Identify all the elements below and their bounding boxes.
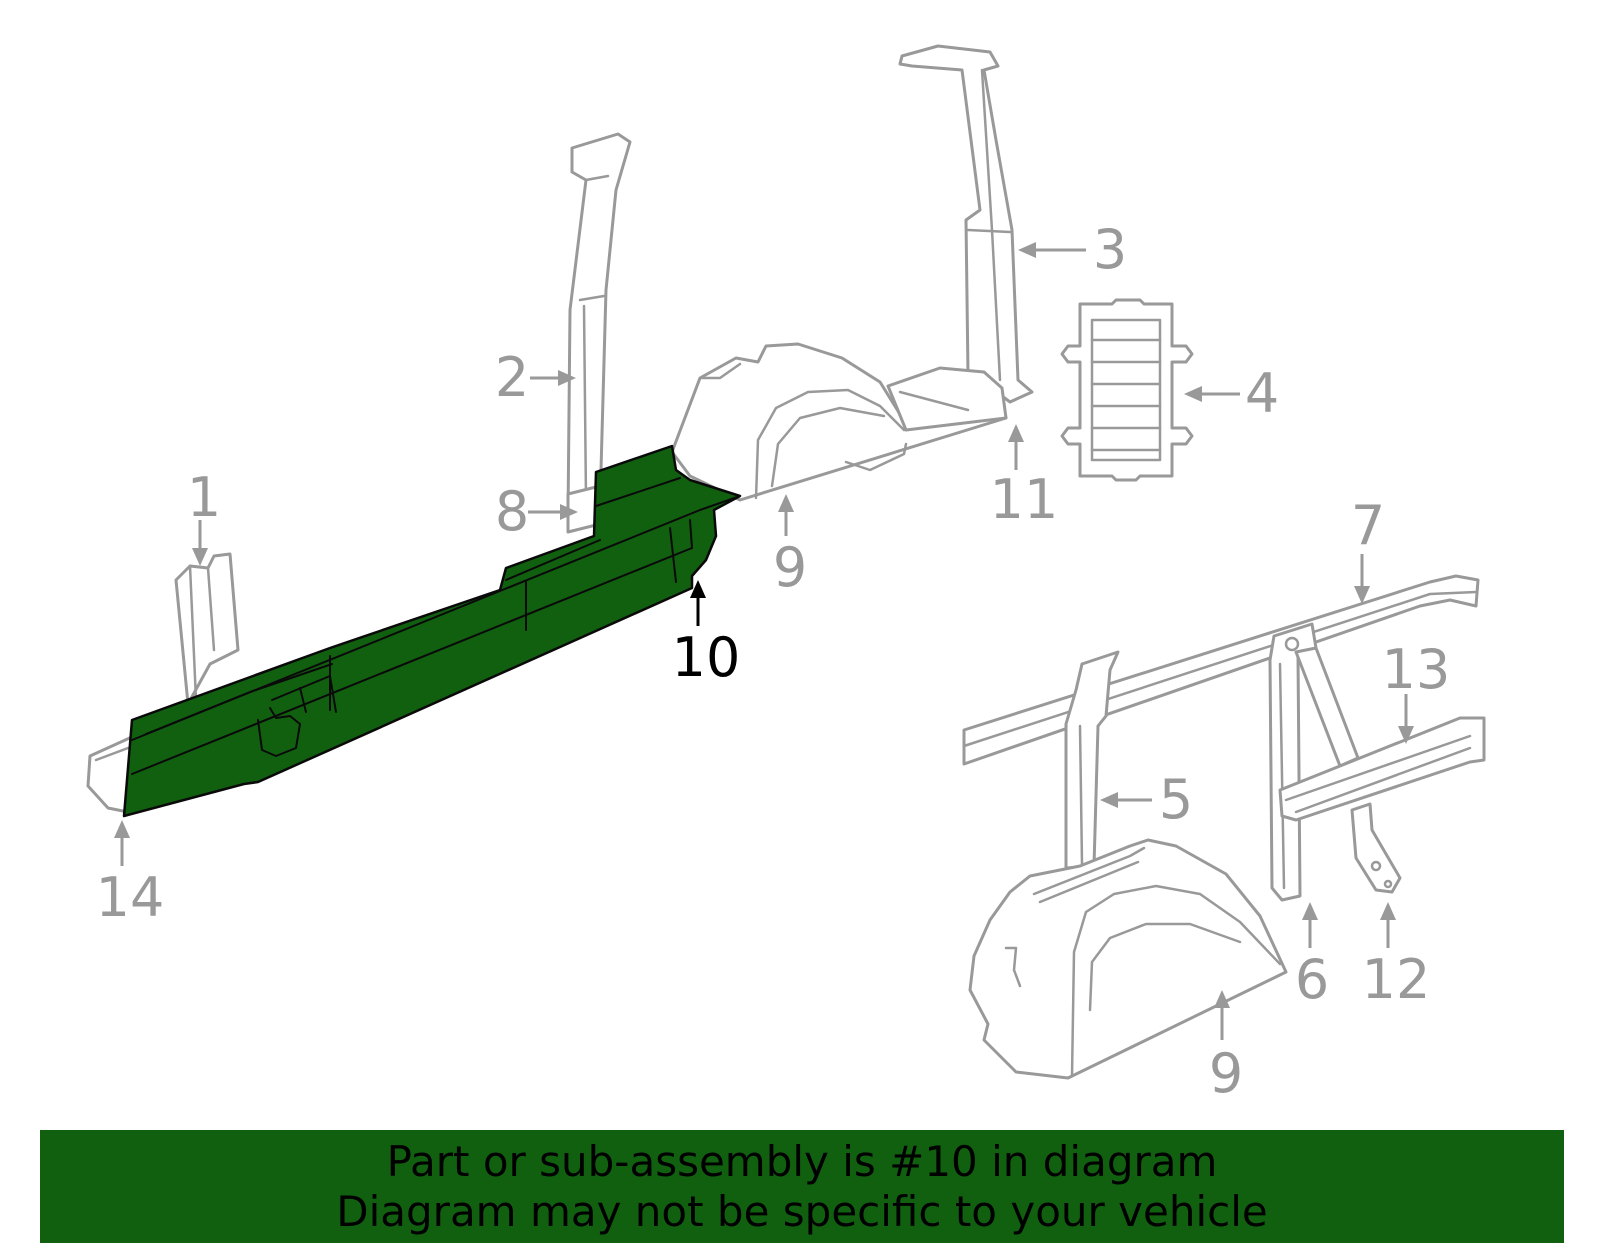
part-9-wheelhouse-upper [670, 342, 1008, 502]
callout-2: 2 [495, 346, 529, 409]
callout-8: 8 [495, 480, 529, 543]
callout-9-upper: 9 [773, 536, 807, 599]
part-3-pillar [898, 44, 1034, 404]
part-12-bracket [1350, 802, 1402, 894]
callout-10: 10 [672, 626, 741, 689]
part-9-wheelhouse-lower [968, 838, 1288, 1080]
callout-7: 7 [1351, 494, 1385, 557]
part-1-bracket [174, 552, 240, 706]
callout-9-lower: 9 [1209, 1042, 1243, 1105]
callout-4: 4 [1245, 362, 1279, 425]
callout-3: 3 [1093, 218, 1127, 281]
callout-12: 12 [1362, 948, 1431, 1011]
part-5-brace [1064, 650, 1120, 870]
part-4-vent [1060, 298, 1194, 482]
callout-13: 13 [1382, 638, 1451, 701]
callout-arrows [114, 242, 1414, 1040]
callout-11: 11 [990, 468, 1059, 531]
banner-line-2: Diagram may not be specific to your vehi… [336, 1186, 1268, 1236]
callout-14: 14 [96, 866, 165, 929]
part-6-post [1268, 622, 1360, 902]
info-banner: Part or sub-assembly is #10 in diagram D… [40, 1130, 1564, 1243]
banner-line-1: Part or sub-assembly is #10 in diagram [386, 1136, 1218, 1186]
part-13-rail [1278, 716, 1486, 822]
callout-1: 1 [187, 466, 221, 529]
callout-5: 5 [1159, 768, 1193, 831]
callout-6: 6 [1295, 948, 1329, 1011]
part-2-pillar [566, 132, 632, 518]
part-10-rocker-panel [122, 444, 742, 818]
